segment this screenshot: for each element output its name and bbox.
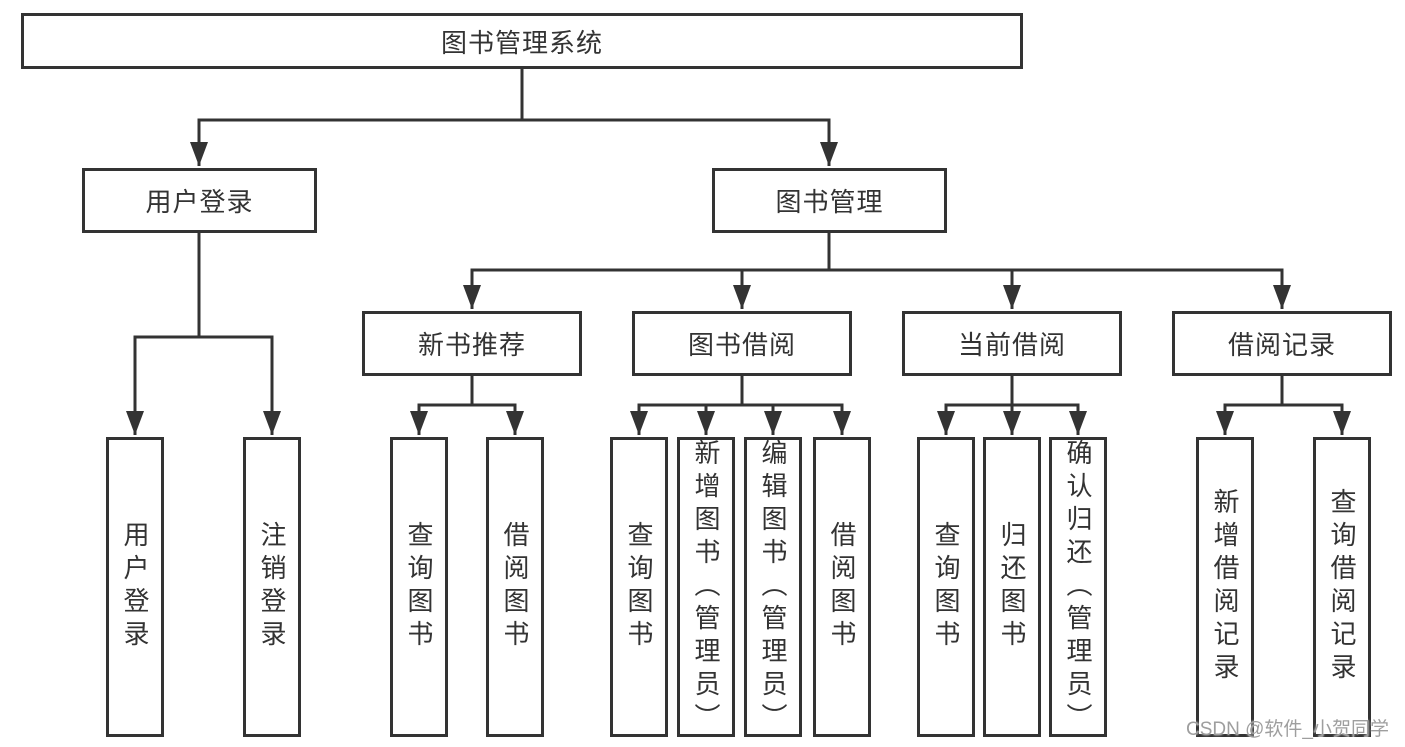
leaf-label: 查询图书 bbox=[404, 521, 434, 653]
node-root-label: 图书管理系统 bbox=[440, 27, 603, 58]
leaf-user-login-2: 注销登录 bbox=[243, 437, 301, 737]
leaf-borrow-records-1: 新增借阅记录 bbox=[1196, 437, 1254, 737]
leaf-label: 新增图书（管理员） bbox=[691, 438, 721, 736]
node-book-mgmt-label: 图书管理 bbox=[775, 187, 884, 217]
leaf-label: 查询图书 bbox=[931, 521, 961, 653]
leaf-current-borrow-3: 确认归还（管理员） bbox=[1049, 437, 1107, 737]
leaf-current-borrow-1: 查询图书 bbox=[917, 437, 975, 737]
leaf-label: 借阅图书 bbox=[500, 521, 530, 653]
node-book-mgmt: 图书管理 bbox=[712, 168, 947, 233]
node-user-login: 用户登录 bbox=[82, 168, 317, 233]
leaf-book-borrow-1: 查询图书 bbox=[610, 437, 668, 737]
leaf-book-borrow-4: 借阅图书 bbox=[813, 437, 871, 737]
leaf-label: 注销登录 bbox=[257, 521, 287, 653]
csdn-watermark: CSDN @软件_小贺同学 bbox=[1186, 719, 1389, 740]
leaf-current-borrow-2: 归还图书 bbox=[983, 437, 1041, 737]
leaf-label: 归还图书 bbox=[997, 521, 1027, 653]
leaf-book-borrow-3: 编辑图书（管理员） bbox=[744, 437, 802, 737]
leaf-borrow-records-2: 查询借阅记录 bbox=[1313, 437, 1371, 737]
node-book-borrow-label: 图书借阅 bbox=[687, 330, 796, 360]
node-borrow-records-label: 借阅记录 bbox=[1227, 330, 1336, 360]
node-current-borrow: 当前借阅 bbox=[902, 311, 1122, 376]
leaf-label: 查询借阅记录 bbox=[1327, 488, 1357, 686]
leaf-new-books-1: 查询图书 bbox=[390, 437, 448, 737]
node-root: 图书管理系统 bbox=[21, 13, 1023, 69]
leaf-label: 新增借阅记录 bbox=[1210, 488, 1240, 686]
node-user-login-label: 用户登录 bbox=[145, 187, 254, 217]
node-borrow-records: 借阅记录 bbox=[1172, 311, 1392, 376]
node-new-books-label: 新书推荐 bbox=[417, 330, 526, 360]
node-current-borrow-label: 当前借阅 bbox=[957, 330, 1066, 360]
leaf-label: 用户登录 bbox=[120, 521, 150, 653]
leaf-label: 查询图书 bbox=[624, 521, 654, 653]
leaf-user-login-1: 用户登录 bbox=[106, 437, 164, 737]
leaf-label: 确认归还（管理员） bbox=[1063, 438, 1093, 736]
leaf-label: 编辑图书（管理员） bbox=[758, 438, 788, 736]
leaf-new-books-2: 借阅图书 bbox=[486, 437, 544, 737]
node-book-borrow: 图书借阅 bbox=[632, 311, 852, 376]
leaf-book-borrow-2: 新增图书（管理员） bbox=[677, 437, 735, 737]
node-new-books: 新书推荐 bbox=[362, 311, 582, 376]
leaf-label: 借阅图书 bbox=[827, 521, 857, 653]
